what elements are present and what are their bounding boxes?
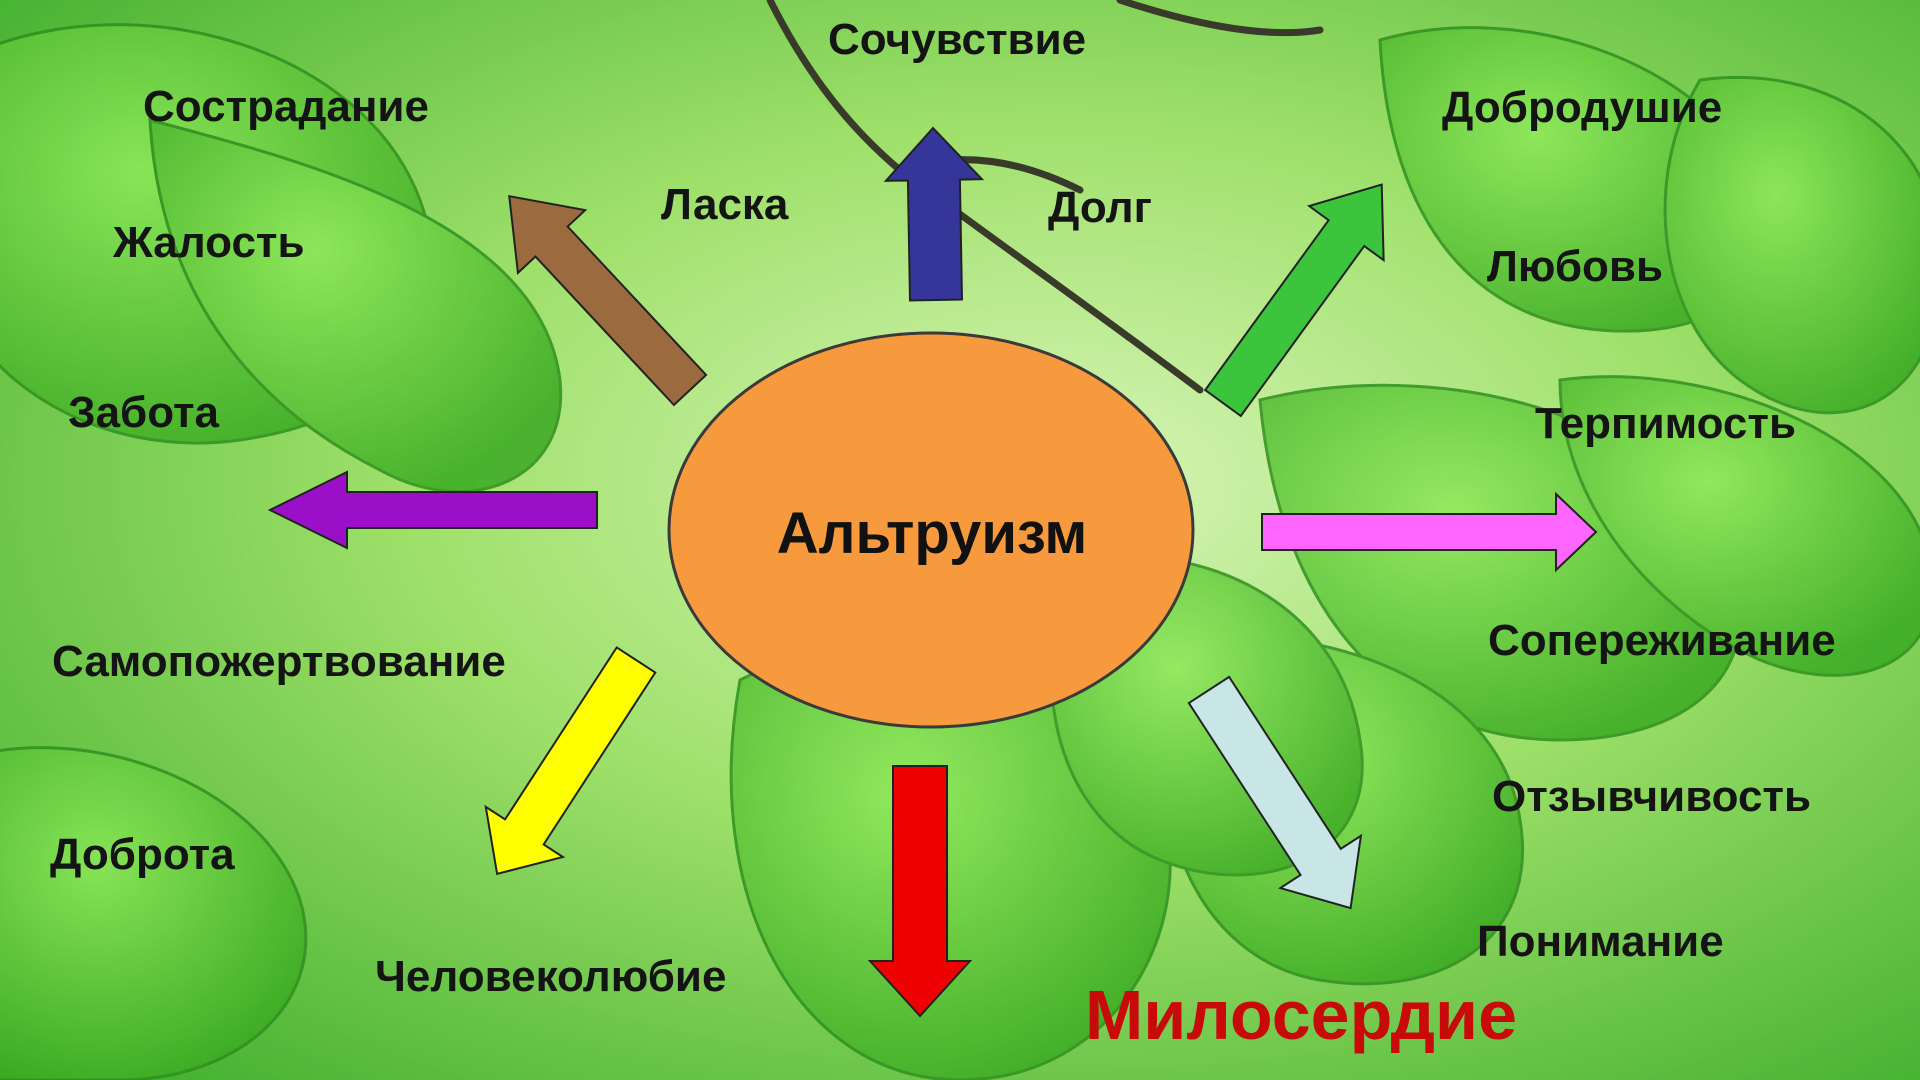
arrow-down-right [1187, 675, 1363, 910]
word-zhalost: Жалость [113, 218, 305, 267]
word-soperezhivanie: Сопереживание [1488, 616, 1836, 665]
arrow-right [1261, 491, 1598, 573]
word-chelovekolyubie: Человеколюбие [375, 952, 727, 1001]
word-dolg: Долг [1048, 183, 1152, 232]
arrow-up [883, 126, 985, 302]
word-dobrota: Доброта [50, 830, 235, 879]
word-zabota: Забота [68, 388, 220, 437]
arrow-down [867, 765, 973, 1018]
arrow-up-left [508, 194, 708, 407]
word-dobrodushie: Добродушие [1442, 83, 1723, 132]
word-lyubov: Любовь [1487, 242, 1664, 291]
arrow-up-right [1203, 183, 1385, 418]
word-sostradanie: Сострадание [143, 82, 429, 131]
center-ellipse [667, 331, 1195, 729]
word-samopozhertvovanie: Самопожертвование [52, 637, 506, 686]
arrow-down-left [484, 646, 657, 876]
word-sochuvstvie: Сочувствие [828, 15, 1087, 64]
word-terpimost: Терпимость [1535, 399, 1796, 448]
arrow-left [267, 470, 598, 550]
word-laska: Ласка [661, 180, 789, 229]
word-miloserdie: Милосердие [1085, 976, 1517, 1054]
center-label: Альтруизм [776, 501, 1088, 566]
word-otzyvchivost: Отзывчивость [1492, 772, 1812, 821]
word-ponimanie: Понимание [1477, 917, 1724, 966]
